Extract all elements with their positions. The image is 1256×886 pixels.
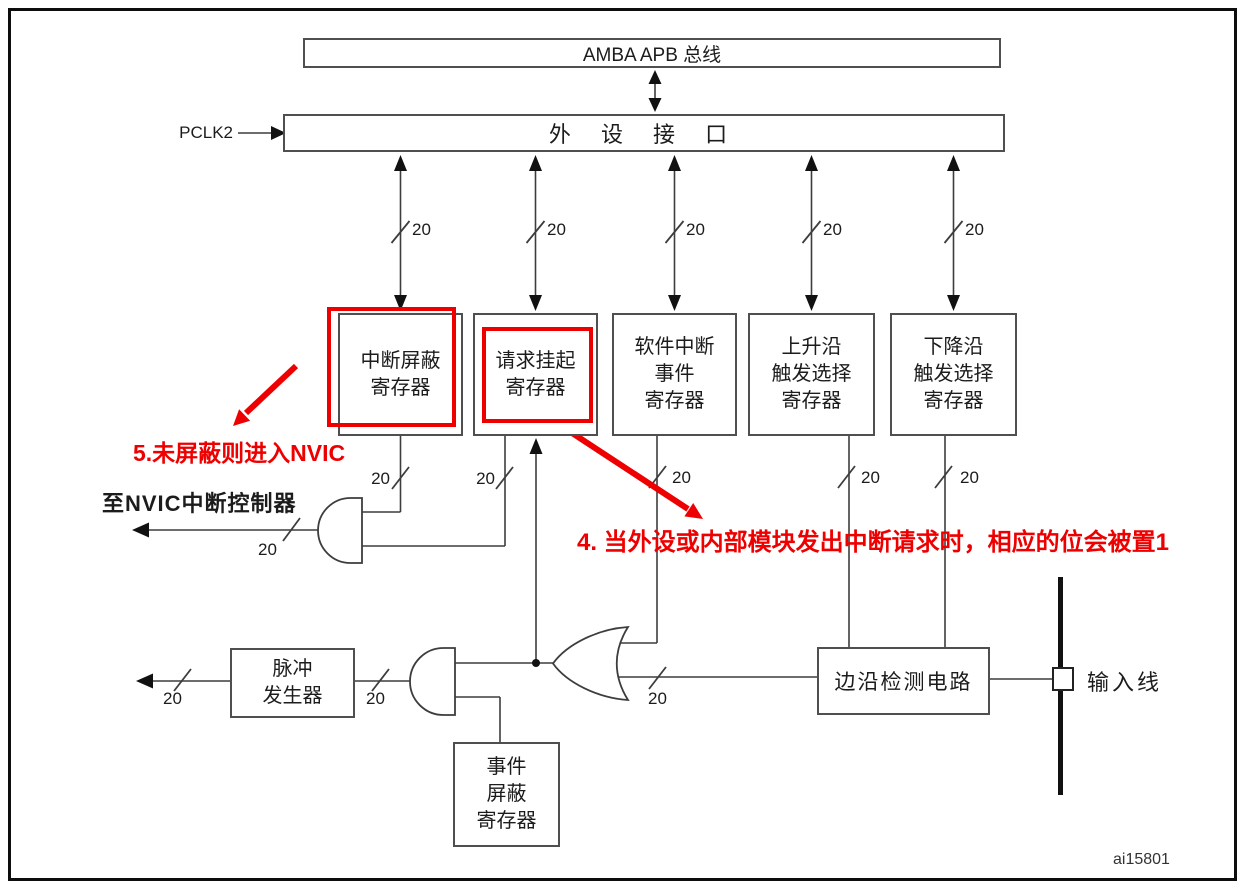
event-mask-label-line: 事件 xyxy=(486,756,527,778)
register-label-line: 上升沿 xyxy=(781,336,842,358)
register-pending-request: 请求挂起 寄存器 xyxy=(473,313,598,436)
event-and-gate xyxy=(409,647,456,716)
register-label-line: 寄存器 xyxy=(781,390,842,412)
register-software-interrupt-event: 软件中断 事件 寄存器 xyxy=(612,313,737,436)
bus-width-label: 20 xyxy=(412,220,431,239)
nvic-and-gate xyxy=(317,497,363,564)
bus-width-label: 20 xyxy=(371,469,390,488)
annotation-step5: 5.未屏蔽则进入NVIC xyxy=(133,440,346,466)
event-mask-to-and-wire xyxy=(455,696,501,742)
amba-apb-bus-label: AMBA APB 总线 xyxy=(582,44,722,66)
pulse-output-wire xyxy=(150,668,230,692)
peripheral-interface-label: 外 设 接 口 xyxy=(548,122,740,147)
register-rising-edge-trigger: 上升沿 触发选择 寄存器 xyxy=(748,313,875,436)
register-label-line: 寄存器 xyxy=(370,376,431,399)
register-label-line: 请求挂起 xyxy=(495,349,576,372)
bus-width-label: 20 xyxy=(476,469,495,488)
pending-to-and-wire xyxy=(362,436,514,547)
bus-width-label: 20 xyxy=(366,689,385,708)
pclk2-label: PCLK2 xyxy=(179,123,233,142)
bus-width-label: 20 xyxy=(861,468,880,487)
register-label-line: 寄存器 xyxy=(644,390,705,412)
arrowheads xyxy=(132,70,960,689)
bus-width-label: 20 xyxy=(965,220,984,239)
event-mask-register-box: 事件 屏蔽 寄存器 xyxy=(453,742,560,847)
register-label-line: 软件中断 xyxy=(634,336,715,358)
input-line-bar xyxy=(1052,577,1074,795)
register-label-line: 寄存器 xyxy=(923,390,984,412)
bus-width-label: 20 xyxy=(258,540,277,559)
register-bus-arrows xyxy=(390,165,964,300)
bus-width-label: 20 xyxy=(648,689,667,708)
amba-apb-bus-box: AMBA APB 总线 xyxy=(303,38,1001,68)
and-to-pulse-wire xyxy=(355,668,410,692)
register-label-line: 中断屏蔽 xyxy=(360,349,441,372)
annotation-step4: 4. 当外设或内部模块发出中断请求时，相应的位会被置1 xyxy=(577,529,1170,556)
bus-width-label: 20 xyxy=(547,220,566,239)
bus-width-label: 20 xyxy=(686,220,705,239)
event-mask-label-line: 屏蔽 xyxy=(486,783,527,805)
bus-width-label: 20 xyxy=(960,468,979,487)
pulse-generator-label-line: 发生器 xyxy=(262,685,323,707)
input-line-label: 输入线 xyxy=(1087,670,1163,695)
highlight-box-pending-request xyxy=(482,327,593,423)
register-label-line: 寄存器 xyxy=(505,376,566,399)
bus-width-label: 20 xyxy=(163,689,182,708)
register-label-line: 下降沿 xyxy=(923,336,984,358)
peripheral-interface-box: 外 设 接 口 xyxy=(283,114,1005,152)
edge-detect-box: 边沿检测电路 xyxy=(817,647,990,715)
register-interrupt-mask: 中断屏蔽 寄存器 xyxy=(338,313,463,436)
red-arrow-step5 xyxy=(233,363,299,426)
to-nvic-label: 至NVIC中断控制器 xyxy=(102,491,297,516)
figure-id-label: ai15801 xyxy=(1113,851,1170,868)
register-label-line: 触发选择 xyxy=(771,363,852,385)
pending-or-gate xyxy=(551,625,630,702)
nvic-output-wire xyxy=(148,517,318,542)
event-mask-label-line: 寄存器 xyxy=(476,810,537,832)
pulse-generator-label-line: 脉冲 xyxy=(272,658,313,680)
red-arrow-step4 xyxy=(564,426,703,519)
edge-to-or-wire xyxy=(616,666,817,690)
bus-width-label: 20 xyxy=(823,220,842,239)
highlight-box-interrupt-mask xyxy=(327,307,456,427)
register-label-line: 事件 xyxy=(654,363,695,385)
junction-dot xyxy=(532,659,540,667)
pulse-generator-box: 脉冲 发生器 xyxy=(230,648,355,718)
register-label-line: 触发选择 xyxy=(913,363,994,385)
edge-detect-label: 边沿检测电路 xyxy=(834,671,973,694)
mask-to-and-wire xyxy=(362,436,410,513)
bus-width-label: 20 xyxy=(672,468,691,487)
edge-select-wires xyxy=(837,436,953,647)
register-falling-edge-trigger: 下降沿 触发选择 寄存器 xyxy=(890,313,1017,436)
